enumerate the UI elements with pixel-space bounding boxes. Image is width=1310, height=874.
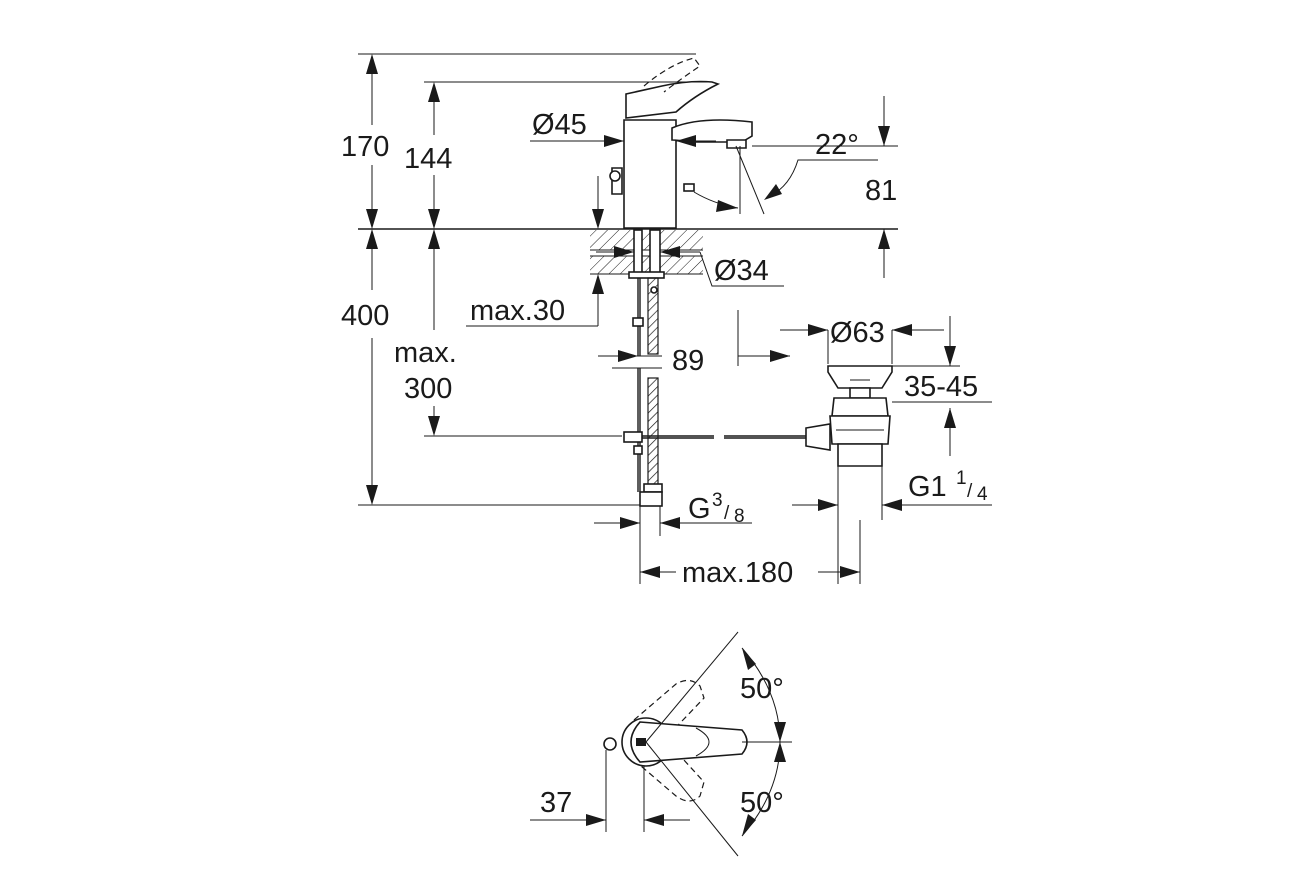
label-max-180: max.180 [682,557,793,589]
label-g1-den: 4 [977,484,988,505]
side-view: 170 144 Ø45 22° 81 400 Ø34 max.30 89 max… [341,53,992,589]
label-g38-num: 3 [712,490,723,511]
top-view: 50° 50° 37 [530,631,792,857]
label-g1-main: G1 [908,471,947,503]
supply-hoses [623,368,663,507]
label-angle-22: 22° [815,129,859,161]
faucet-body [609,57,753,229]
label-81: 81 [865,175,897,207]
label-89: 89 [672,345,704,377]
label-g38-main: G [688,493,711,525]
popup-knob [603,737,617,751]
waste-valve [805,365,893,467]
label-g38-den: 8 [734,506,745,527]
label-170: 170 [341,131,389,163]
label-g-3-8: G 3 / 8 [688,490,745,527]
label-400: 400 [341,300,389,332]
lever-rotated-up [633,679,705,743]
lever-rotated-down [633,735,705,802]
label-35-45: 35-45 [904,371,978,403]
label-max-300-line2: 300 [404,373,452,405]
label-g1-slash: / [967,481,973,502]
label-37: 37 [540,787,572,819]
label-dia-45: Ø45 [532,109,587,141]
lever-top [630,721,748,763]
label-g38-slash: / [724,503,730,524]
faucet-shank [628,229,665,356]
label-144: 144 [404,143,452,175]
popup-rod [642,435,806,439]
label-g1-1-4: G1 1 / 4 [908,468,988,505]
dimension-lines [358,53,992,584]
label-g1-num: 1 [956,468,967,489]
label-dia-63: Ø63 [830,317,885,349]
countertop-section [590,230,703,275]
label-max-30: max.30 [470,295,565,327]
label-angle-50-bottom: 50° [740,787,784,819]
label-dia-34: Ø34 [714,255,769,287]
label-angle-50-top: 50° [740,673,784,705]
label-max-300-line1: max. [394,337,457,369]
